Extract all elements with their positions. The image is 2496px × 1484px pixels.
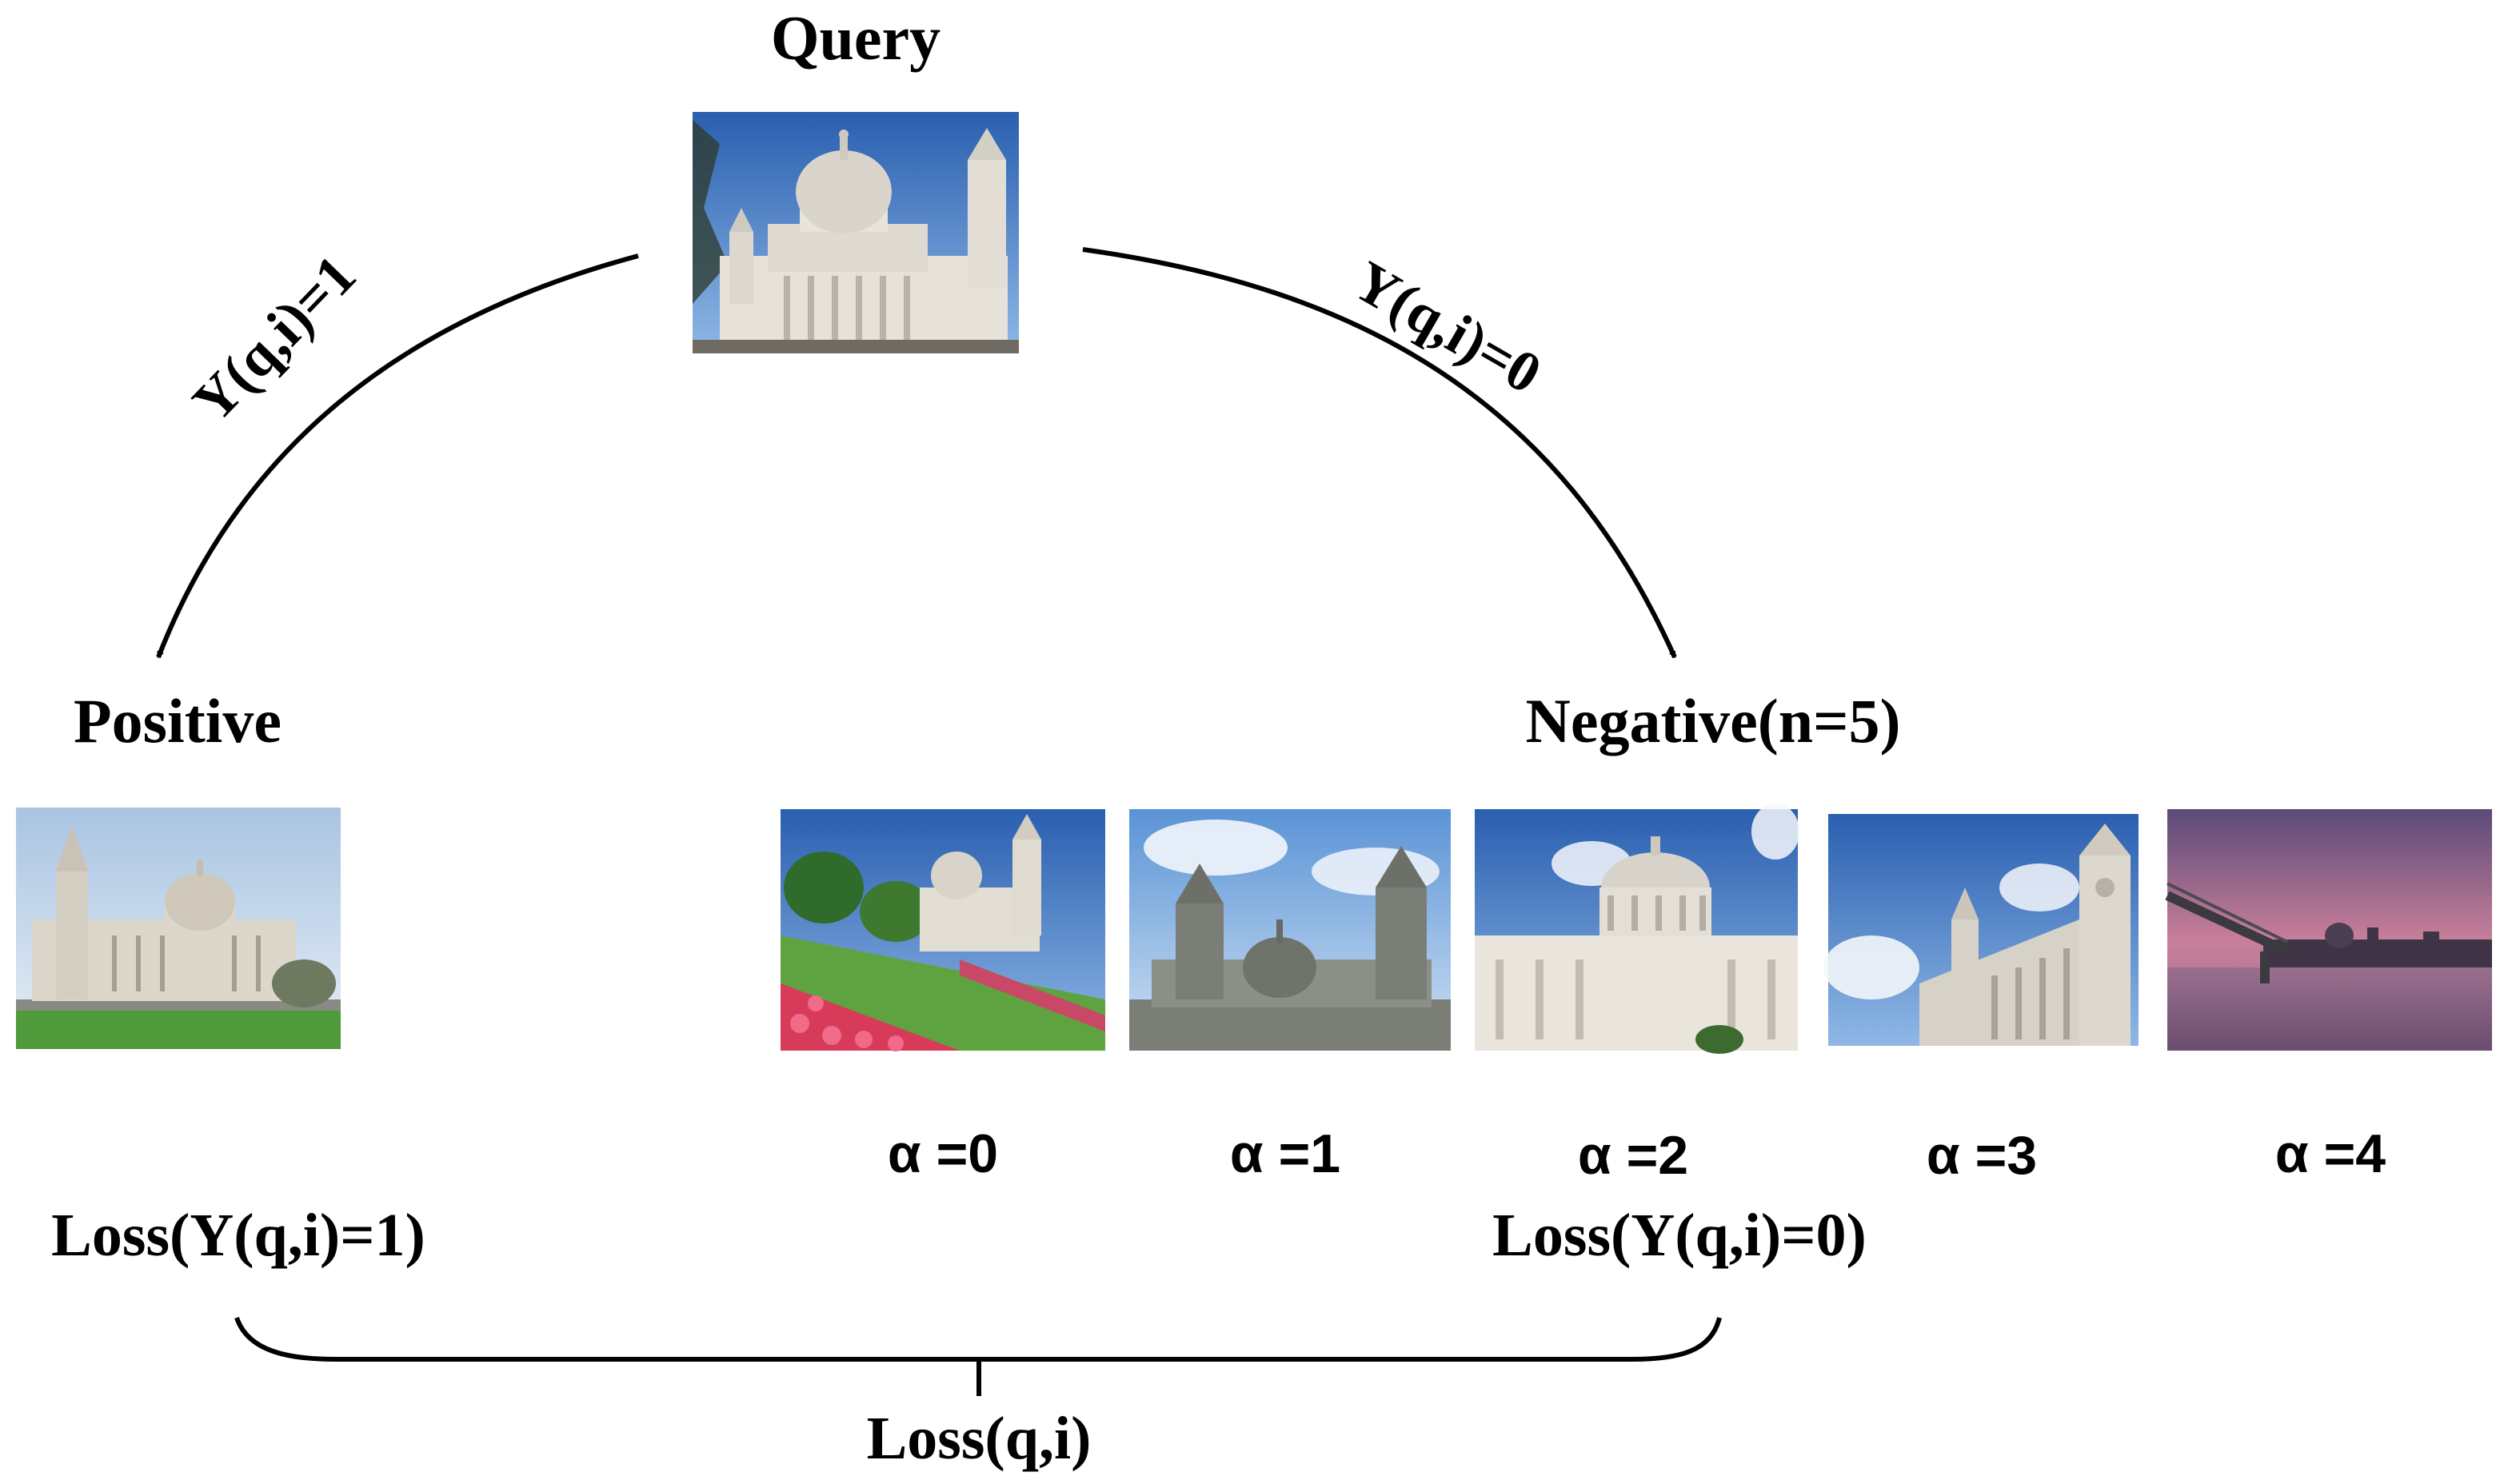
negative-label: Negative(n=5) [1526, 686, 1901, 756]
alpha-label-1: α =1 [1230, 1123, 1340, 1184]
negative-image-2 [1475, 804, 1799, 1054]
negative-image-4 [2165, 809, 2492, 1051]
total-loss-label: Loss(q,i) [867, 1405, 1092, 1472]
negative-edge-arrow [1082, 247, 1677, 659]
negative-image-0 [781, 809, 1105, 1051]
alpha-label-2: α =2 [1578, 1125, 1688, 1186]
loss-combine-bracket [234, 1316, 1722, 1362]
negative-image-3 [1823, 814, 2139, 1046]
negative-edge-label: Y(q,i)=0 [1344, 249, 1552, 406]
positive-label: Positive [74, 686, 282, 756]
negative-loss-label: Loss(Y(q,i)=0) [1492, 1202, 1867, 1269]
query-label: Query [771, 3, 940, 73]
negative-image-1 [1129, 809, 1451, 1051]
positive-edge-arrow [156, 253, 639, 659]
positive-edge-label: Y(q,i)=1 [180, 243, 368, 434]
alpha-label-0: α =0 [888, 1123, 998, 1184]
query-image [693, 112, 1019, 353]
positive-loss-label: Loss(Y(q,i)=1) [51, 1202, 425, 1269]
alpha-label-4: α =4 [2275, 1123, 2386, 1184]
alpha-label-3: α =3 [1927, 1125, 2037, 1186]
positive-image [16, 808, 341, 1049]
